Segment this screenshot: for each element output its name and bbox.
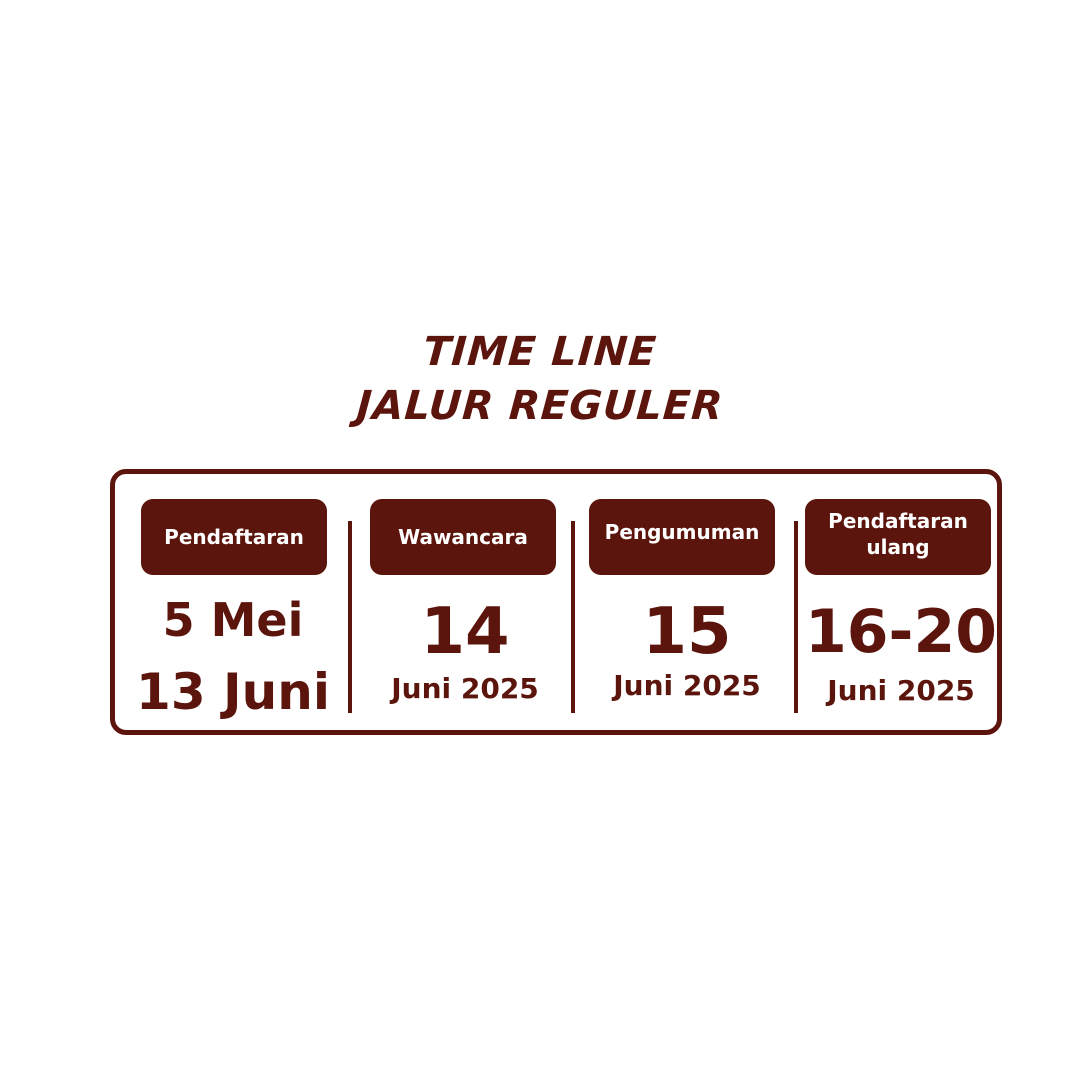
timeline-item-pengumuman: Pengumuman 15 Juni 2025 <box>577 474 797 730</box>
timeline-item-pendaftaran: Pendaftaran 5 Mei 13 Juni <box>115 474 347 730</box>
timeline-item-pendaftaran-ulang: Pendaftaran ulang 16-20 Juni 2025 <box>801 474 997 730</box>
title-line-1: TIME LINE <box>421 329 659 375</box>
timeline-box: Pendaftaran 5 Mei 13 Juni Wawancara 14 J… <box>110 469 1002 735</box>
stage-label-line-1: Pendaftaran <box>828 509 968 533</box>
divider-2 <box>571 521 575 713</box>
date-month-year: Juni 2025 <box>613 669 761 702</box>
timeline-item-wawancara: Wawancara 14 Juni 2025 <box>355 474 575 730</box>
stage-label-pendaftaran-ulang: Pendaftaran ulang <box>805 499 991 575</box>
stage-label-line-2: ulang <box>866 535 930 559</box>
stage-label-pengumuman: Pengumuman <box>589 499 775 575</box>
date-day-range: 16-20 <box>805 597 997 667</box>
date-month-year: Juni 2025 <box>827 674 975 707</box>
title-line-2: JALUR REGULER <box>355 383 725 429</box>
divider-1 <box>348 521 352 713</box>
date-month-year: Juni 2025 <box>391 672 539 705</box>
title-block: TIME LINE JALUR REGULER <box>0 326 1080 434</box>
stage-label-wawancara: Wawancara <box>370 499 556 575</box>
date-start: 5 Mei <box>162 593 304 647</box>
divider-3 <box>794 521 798 713</box>
date-day: 14 <box>420 595 510 669</box>
date-end: 13 Juni <box>136 663 330 721</box>
stage-label-pendaftaran: Pendaftaran <box>141 499 327 575</box>
date-day: 15 <box>642 595 732 669</box>
